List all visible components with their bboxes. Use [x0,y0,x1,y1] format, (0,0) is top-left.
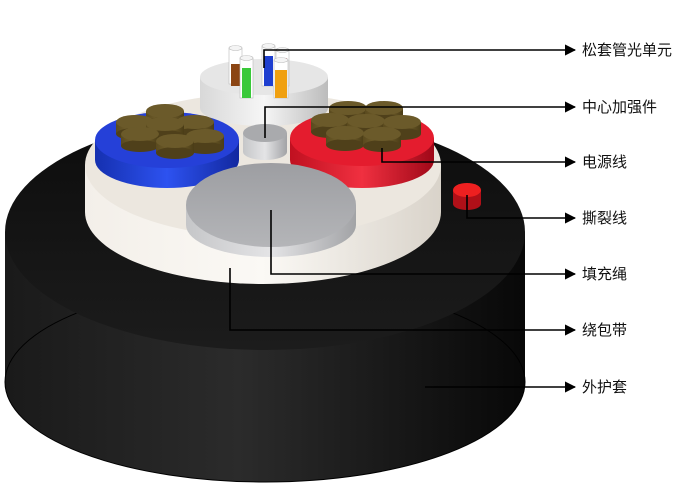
label-filler-rope: 填充绳 [582,265,628,283]
copper-strands-left [116,104,224,159]
leader-filler-rope [270,210,577,280]
callout-lines [229,44,577,393]
label-loose-tube-unit: 松套管光单元 [582,41,673,59]
leader-power-line [381,148,577,168]
label-wrapping-tape: 绕包带 [582,321,628,339]
loose-tube-unit [200,43,328,126]
leader-central-strength-member [264,101,577,138]
leader-ripcord [466,195,577,224]
leader-wrapping-tape [229,268,577,336]
leader-loose-tube-unit [263,44,577,68]
label-ripcord: 撕裂线 [582,209,628,227]
power-line-left [95,104,239,188]
label-central-strength-member: 中心加强件 [582,98,658,116]
label-outer-sheath: 外护套 [582,378,628,396]
optical-fibers [228,43,290,99]
label-power-line: 电源线 [582,153,628,171]
copper-strands-right [311,101,421,152]
